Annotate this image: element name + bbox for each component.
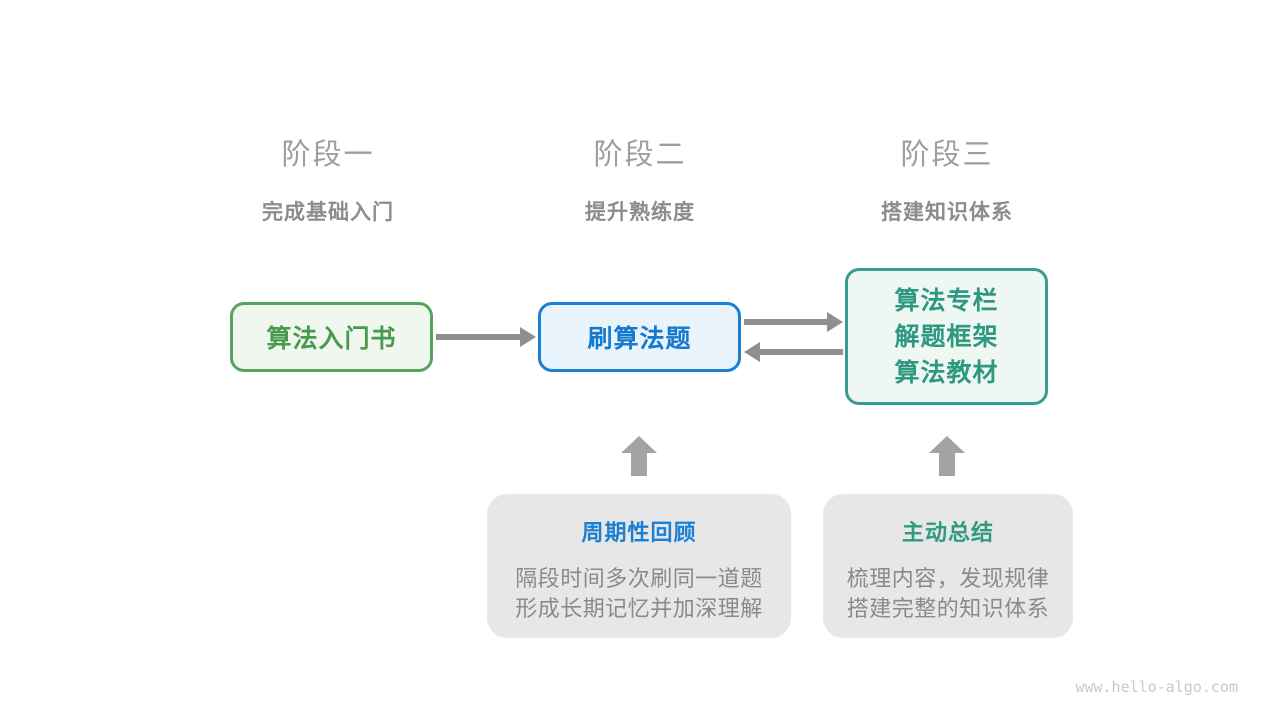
active-summary-title: 主动总结	[901, 520, 994, 545]
arrow-book-to-practice-icon	[436, 327, 536, 347]
resource-line-frameworks: 解题框架	[894, 322, 999, 351]
active-summary-line-2: 搭建完整的知识体系	[846, 596, 1050, 621]
stage-2-subtitle: 提升熟练度	[585, 201, 695, 224]
resource-line-textbooks: 算法教材	[894, 358, 999, 387]
active-summary-line-1: 梳理内容，发现规律	[846, 566, 1050, 591]
up-arrow-summary-icon	[929, 436, 965, 476]
stage-1-subtitle: 完成基础入门	[262, 201, 394, 224]
active-summary-body: 梳理内容，发现规律 搭建完整的知识体系	[823, 564, 1073, 624]
active-summary-card: 主动总结 梳理内容，发现规律 搭建完整的知识体系	[823, 494, 1073, 638]
knowledge-resources-box: 算法专栏 解题框架 算法教材	[845, 268, 1048, 405]
up-arrow-review-icon	[621, 436, 657, 476]
periodic-review-line-1: 隔段时间多次刷同一道题	[515, 566, 763, 591]
intro-book-box: 算法入门书	[230, 302, 433, 372]
intro-book-label: 算法入门书	[266, 325, 397, 353]
stage-2-title: 阶段二	[593, 139, 687, 171]
watermark: www.hello-algo.com	[1075, 678, 1238, 696]
stage-1-title: 阶段一	[281, 139, 375, 171]
periodic-review-title: 周期性回顾	[581, 520, 697, 545]
arrow-practice-to-resources-icon	[744, 312, 843, 332]
resource-line-columns: 算法专栏	[894, 286, 999, 315]
stage-3-header: 阶段三 搭建知识体系	[787, 131, 1107, 226]
periodic-review-line-2: 形成长期记忆并加深理解	[515, 596, 763, 621]
stage-2-header: 阶段二 提升熟练度	[480, 131, 800, 226]
periodic-review-body: 隔段时间多次刷同一道题 形成长期记忆并加深理解	[487, 564, 791, 624]
stage-3-title: 阶段三	[900, 139, 994, 171]
stage-3-subtitle: 搭建知识体系	[881, 201, 1013, 224]
periodic-review-card: 周期性回顾 隔段时间多次刷同一道题 形成长期记忆并加深理解	[487, 494, 791, 638]
stage-1-header: 阶段一 完成基础入门	[168, 131, 488, 226]
practice-problems-box: 刷算法题	[538, 302, 741, 372]
practice-problems-label: 刷算法题	[587, 325, 692, 353]
arrow-resources-to-practice-icon	[744, 342, 843, 362]
